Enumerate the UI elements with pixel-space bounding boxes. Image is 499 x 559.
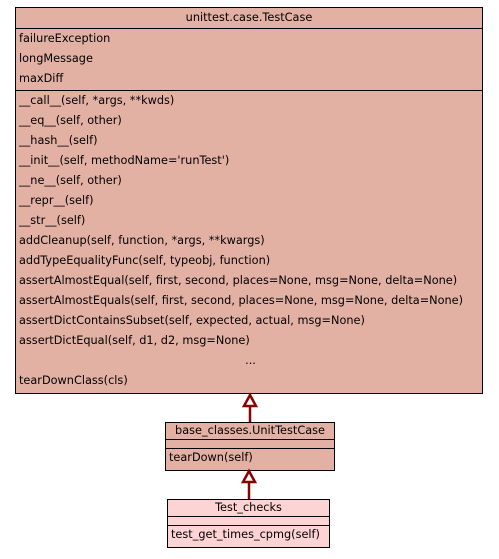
method-row: assertDictContainsSubset(self, expected,…	[19, 314, 365, 327]
method-row: assertAlmostEquals(self, first, second, …	[19, 294, 464, 307]
attribute-row: longMessage	[19, 52, 93, 65]
method-row: test_get_times_cpmg(self)	[171, 528, 320, 541]
class-box-test-checks[interactable]: Test_checks test_get_times_cpmg(self)	[167, 499, 330, 548]
attributes-section	[168, 517, 329, 526]
inheritance-arrow-testchecks-to-unittestcase	[240, 468, 258, 499]
method-row: addTypeEqualityFunc(self, typeobj, funct…	[19, 254, 271, 267]
method-row: addCleanup(self, function, *args, **kwar…	[19, 234, 265, 247]
attribute-row: failureException	[19, 32, 111, 45]
attribute-row: maxDiff	[19, 72, 64, 85]
methods-section: test_get_times_cpmg(self)	[168, 526, 329, 543]
method-row: __call__(self, *args, **kwds)	[19, 94, 175, 107]
class-title: Test_checks	[168, 500, 329, 517]
method-row: __eq__(self, other)	[19, 114, 122, 127]
method-row: __init__(self, methodName='runTest')	[19, 154, 230, 167]
truncation-ellipsis: ...	[245, 354, 256, 367]
inheritance-arrow-unittestcase-to-testcase	[241, 392, 259, 422]
class-box-unittest-testcase[interactable]: unittest.case.TestCase failureException …	[15, 7, 483, 394]
method-row: __repr__(self)	[19, 194, 94, 207]
class-title: base_classes.UnitTestCase	[166, 423, 334, 440]
method-row: tearDownClass(cls)	[19, 374, 128, 387]
class-title: unittest.case.TestCase	[16, 8, 482, 29]
class-box-unittestcase[interactable]: base_classes.UnitTestCase tearDown(self)	[165, 422, 335, 471]
methods-section: tearDown(self)	[166, 449, 334, 466]
method-row: __hash__(self)	[19, 134, 98, 147]
method-row: assertAlmostEqual(self, first, second, p…	[19, 274, 458, 287]
method-row: assertDictEqual(self, d1, d2, msg=None)	[19, 334, 250, 347]
method-row: __ne__(self, other)	[19, 174, 122, 187]
method-row: __str__(self)	[19, 214, 86, 227]
attributes-section: failureException longMessage maxDiff	[16, 29, 482, 91]
attributes-section	[166, 440, 334, 449]
method-row: tearDown(self)	[169, 451, 253, 464]
methods-section: __call__(self, *args, **kwds) __eq__(sel…	[16, 91, 482, 391]
